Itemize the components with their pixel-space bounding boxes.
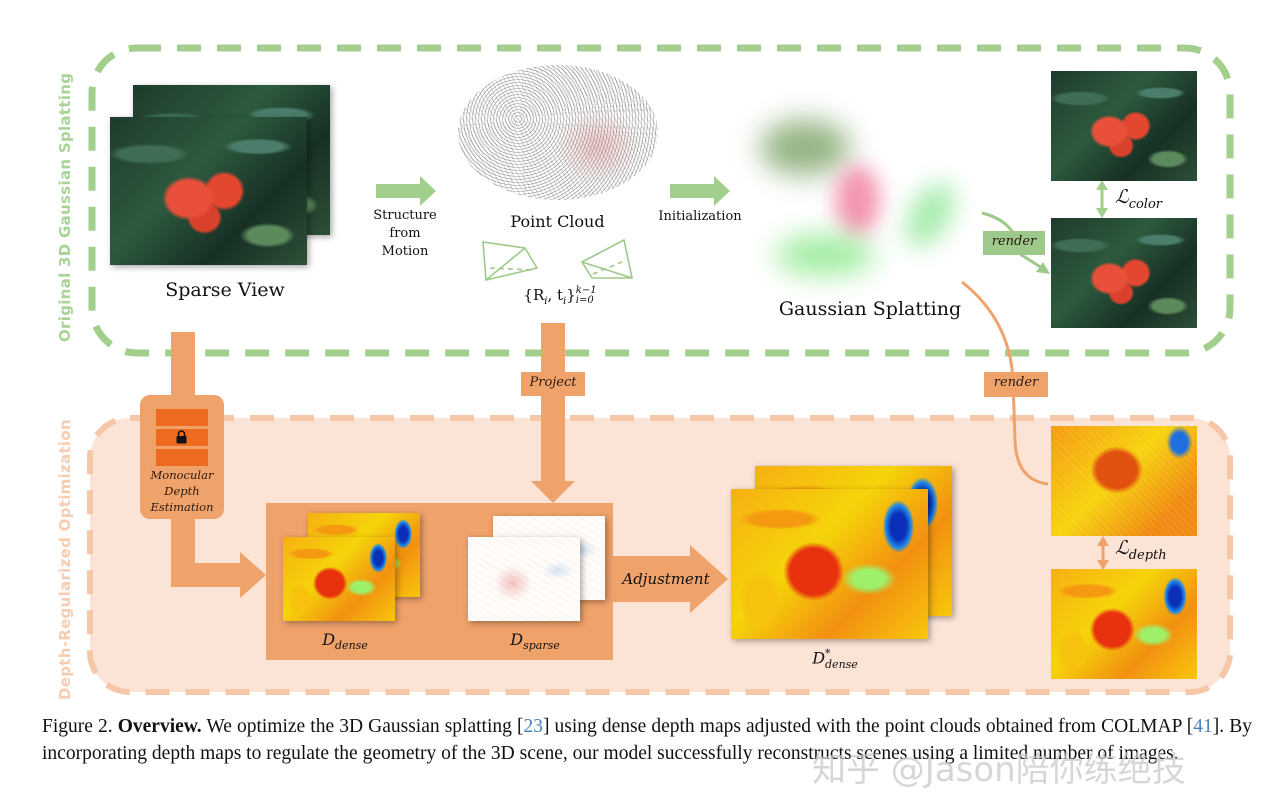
figure-caption: Figure 2. Overview. We optimize the 3D G…	[42, 716, 1252, 764]
top-panel-frame	[88, 44, 1234, 357]
d-dense-label: Ddense	[322, 630, 368, 653]
d-dense-image-front	[283, 537, 395, 621]
init-arrow	[670, 176, 730, 206]
d-dense-star-image-front	[731, 489, 928, 639]
bottom-panel-title: Depth-Regularized Optimization	[56, 419, 74, 700]
point-cloud-label: Point Cloud	[510, 212, 605, 231]
camera-frustum-right	[580, 238, 633, 279]
render-tag-color: render	[983, 231, 1045, 255]
top-panel-title: Original 3D Gaussian Splatting	[56, 72, 74, 342]
sparse-view-label: Sparse View	[165, 279, 285, 301]
loss-color-label: ℒcolor	[1115, 186, 1162, 212]
sfm-arrow	[376, 176, 436, 206]
sparse-view-image-front	[110, 117, 307, 265]
d-sparse-label: Dsparse	[510, 630, 560, 653]
gaussian-blob-pink	[835, 165, 880, 235]
citation-link[interactable]: 41	[1193, 716, 1213, 737]
adjustment-label: Adjustment	[622, 570, 710, 588]
sfm-label: Structure from Motion	[373, 208, 437, 259]
watermark: 知乎 @Jason陪你练绝技	[812, 750, 1186, 790]
rendered-depth-image	[1051, 426, 1197, 536]
d-sparse-image-front	[468, 537, 580, 621]
rendered-image	[1051, 218, 1197, 328]
project-tag: Project	[521, 372, 585, 396]
loss-depth-label: ℒdepth	[1115, 537, 1167, 563]
citation-link[interactable]: 23	[523, 716, 543, 737]
lock-icon	[176, 430, 187, 444]
camera-frustum-left	[482, 241, 539, 281]
point-cloud-visual	[458, 65, 658, 200]
target-depth-image	[1051, 569, 1197, 679]
render-tag-depth: render	[984, 372, 1048, 397]
ground-truth-image	[1051, 71, 1197, 181]
initialization-label: Initialization	[658, 209, 742, 224]
mde-module: Monocular Depth Estimation	[140, 395, 224, 519]
gaussian-blob-green-bottom	[775, 235, 875, 275]
d-dense-star-label: D*dense	[812, 647, 858, 671]
gaussian-blob-darkgreen	[760, 120, 850, 175]
gaussian-splatting-label: Gaussian Splatting	[778, 298, 962, 320]
